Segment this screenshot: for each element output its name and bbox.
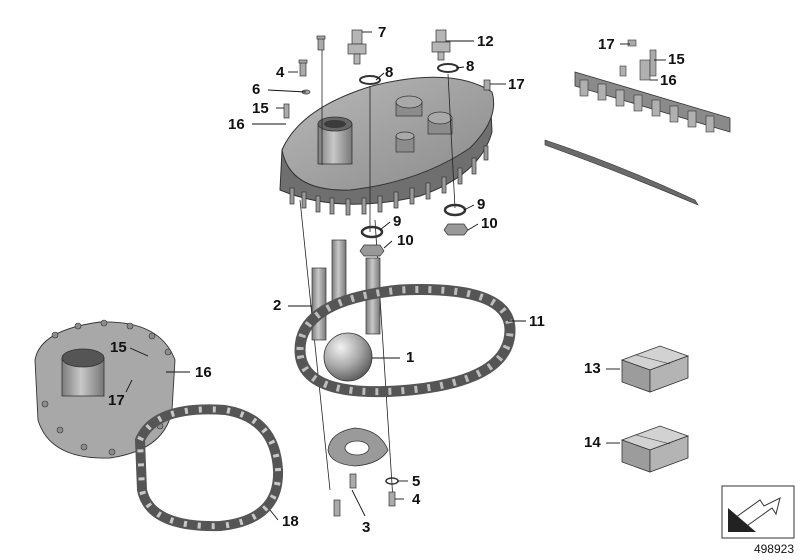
callout-14: 14 <box>584 434 601 451</box>
screw-3-shape <box>349 473 357 489</box>
callout-16-rail: 16 <box>660 72 677 89</box>
screw-bottom-left <box>333 499 341 517</box>
callout-16-main: 16 <box>228 116 245 133</box>
callout-8-left: 8 <box>385 64 394 81</box>
gasket-18-shape <box>134 404 284 532</box>
callout-12: 12 <box>477 33 494 50</box>
callout-6: 6 <box>252 81 261 98</box>
callout-10-right: 10 <box>481 215 498 232</box>
callout-17-rail: 17 <box>598 36 615 53</box>
callout-15-main: 15 <box>252 100 269 117</box>
screw-4-bottom <box>388 491 396 507</box>
nut-10-left <box>359 244 385 257</box>
cap-17-top <box>483 79 491 91</box>
callout-2: 2 <box>273 297 282 314</box>
callout-7: 7 <box>378 24 387 41</box>
leader-lines <box>125 31 666 521</box>
callout-3: 3 <box>362 519 371 536</box>
screw-column-left <box>283 35 326 119</box>
ring-8-right <box>437 63 459 73</box>
washer-9-left <box>360 225 384 239</box>
callout-15-alt: 15 <box>110 339 127 356</box>
callout-9-right: 9 <box>477 196 486 213</box>
callout-17-main: 17 <box>508 76 525 93</box>
fitting-12-shape <box>431 29 451 61</box>
fuel-rail-assembly <box>544 39 731 206</box>
orientation-arrow-icon <box>721 485 795 539</box>
ball-1-shape <box>323 332 373 382</box>
callout-15-rail: 15 <box>668 51 685 68</box>
callout-4-bottom: 4 <box>412 491 421 508</box>
callout-5: 5 <box>412 473 421 490</box>
fitting-7-shape <box>347 29 367 65</box>
callout-18: 18 <box>282 513 299 530</box>
alt-cover-plate <box>34 319 176 459</box>
gasket-11-shape <box>294 284 516 398</box>
callout-11: 11 <box>529 313 545 330</box>
callout-10-left: 10 <box>397 232 414 249</box>
ring-8-left <box>359 75 381 85</box>
nut-10-right <box>443 223 469 236</box>
document-number: 498923 <box>753 542 794 556</box>
callout-16-alt: 16 <box>195 364 212 381</box>
callout-13: 13 <box>584 360 601 377</box>
box-14-shape <box>620 425 690 473</box>
callout-8-right: 8 <box>466 58 475 75</box>
callout-4-top: 4 <box>276 64 285 81</box>
callout-17-alt: 17 <box>108 392 125 409</box>
box-13-shape <box>620 345 690 393</box>
callout-1: 1 <box>406 349 415 366</box>
ring-flange-3-shape <box>327 427 389 467</box>
callout-9-left: 9 <box>393 213 402 230</box>
rod-shape <box>544 139 699 206</box>
cover-plate <box>279 76 495 216</box>
